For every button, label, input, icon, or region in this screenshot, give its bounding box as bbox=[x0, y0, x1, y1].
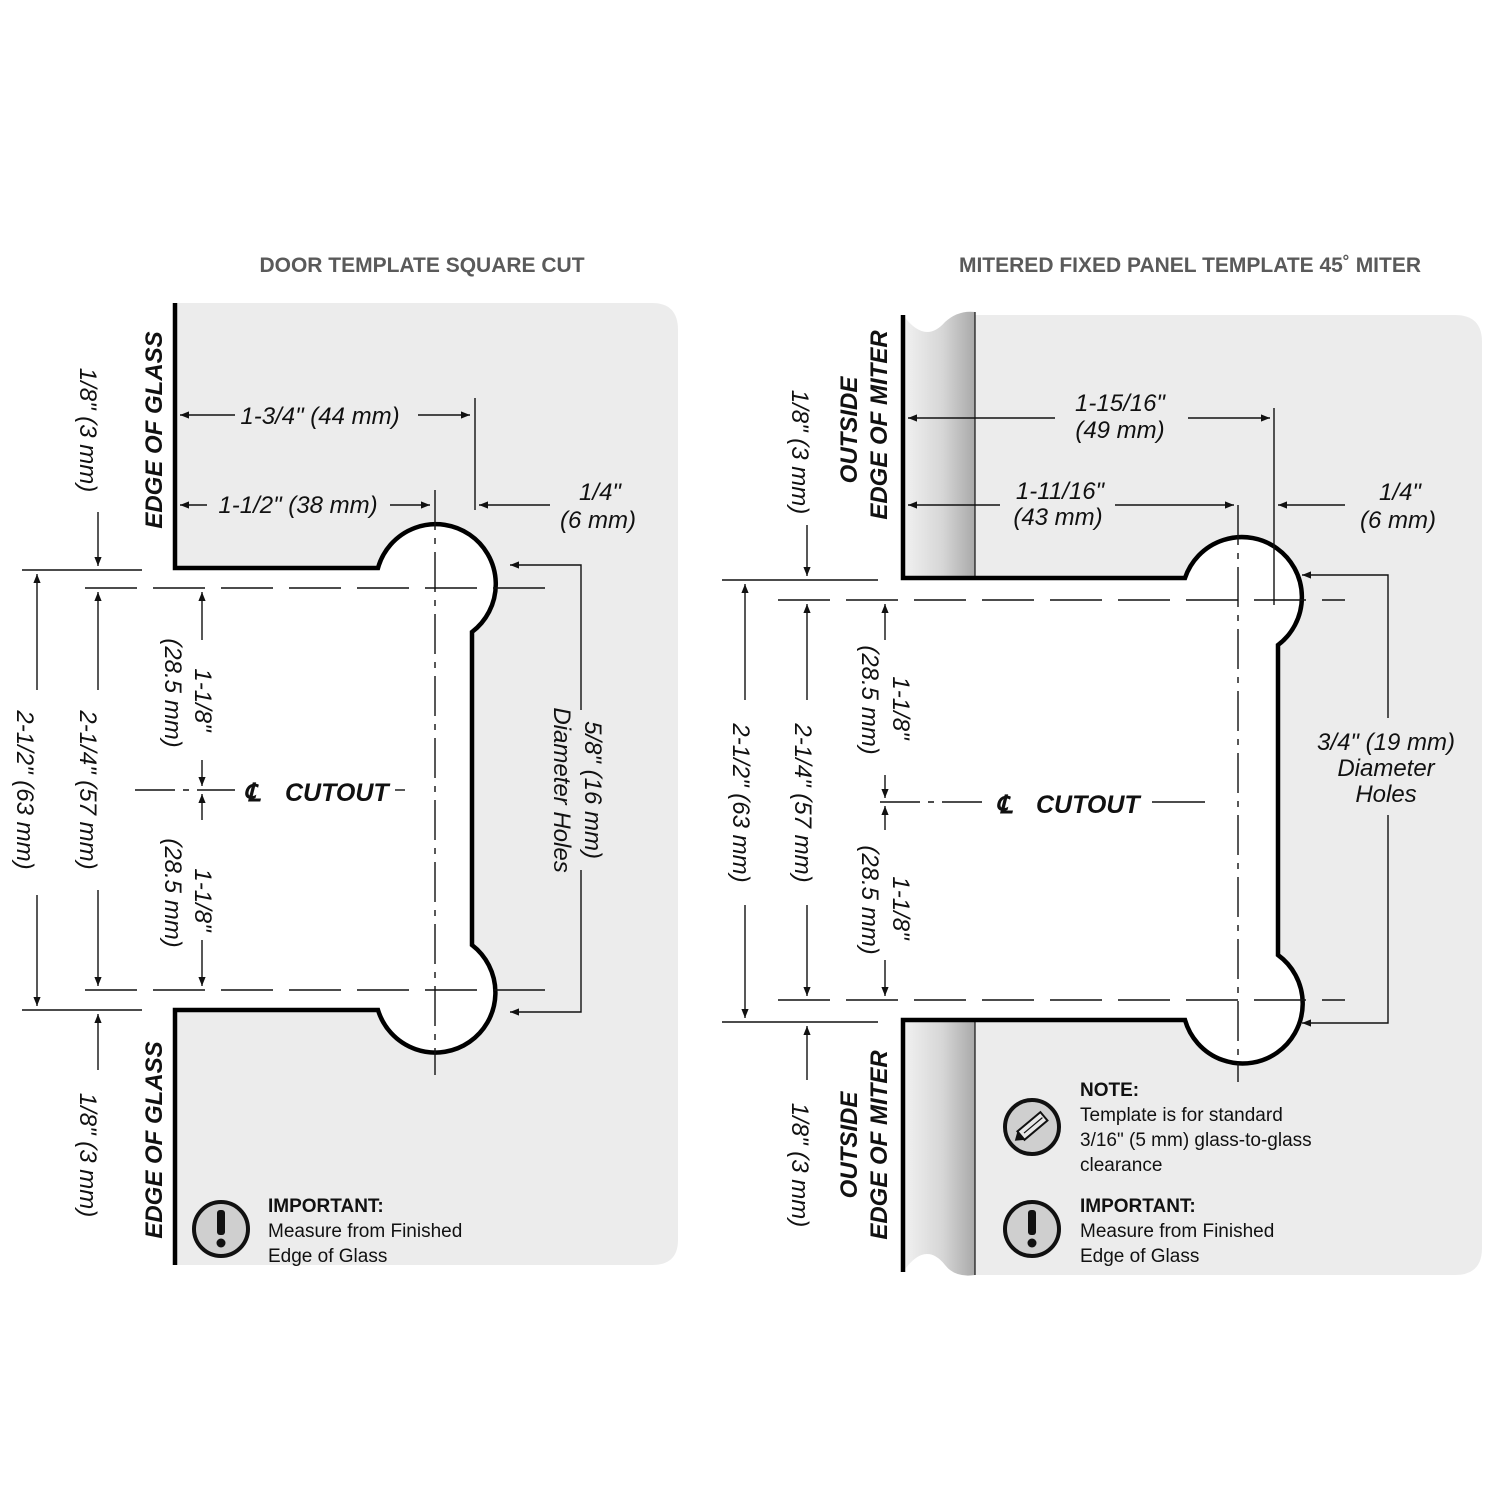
note-line-1: Template is for standard bbox=[1080, 1105, 1283, 1126]
hole-label-1: Diameter bbox=[1337, 755, 1435, 782]
hole-size: 3/4" (19 mm) bbox=[1317, 729, 1455, 756]
mitered-cutout bbox=[903, 537, 1303, 1064]
important-line-1: Measure from Finished bbox=[1080, 1221, 1274, 1242]
dim-1-1-2: 1-1/2" (38 mm) bbox=[218, 492, 377, 519]
important-icon bbox=[192, 1200, 250, 1258]
edge-of-miter-label-top-1: OUTSIDE bbox=[836, 376, 863, 484]
dim-1-15-16-in: 1-15/16" bbox=[1075, 390, 1166, 417]
dim-half-bottom-mm: (28.5 mm) bbox=[856, 845, 883, 954]
dim-1-4-mm: (6 mm) bbox=[1360, 507, 1436, 534]
dim-1-3-4: 1-3/4" (44 mm) bbox=[240, 403, 399, 430]
dim-half-bottom-mm: (28.5 mm) bbox=[159, 838, 186, 947]
glass-edge-top bbox=[903, 311, 975, 578]
dim-bottom-gap: 1/8" (3 mm) bbox=[786, 1103, 813, 1228]
glass-edge-bottom bbox=[903, 1020, 975, 1276]
important-line-2: Edge of Glass bbox=[1080, 1246, 1199, 1267]
dim-half-top-in: 1-1/8" bbox=[887, 676, 914, 741]
dim-1-4-in: 1/4" bbox=[1379, 479, 1422, 506]
dim-1-15-16-mm: (49 mm) bbox=[1075, 417, 1164, 444]
edge-of-glass-label-bottom: EDGE OF GLASS bbox=[141, 1041, 168, 1238]
mitered-cutout-outline bbox=[900, 315, 1305, 1272]
note-line-3: clearance bbox=[1080, 1155, 1162, 1176]
edge-of-glass-label-top: EDGE OF GLASS bbox=[141, 331, 168, 528]
dim-top-gap: 1/8" (3 mm) bbox=[786, 390, 813, 515]
dim-total: 2-1/2" (63 mm) bbox=[11, 709, 38, 869]
dim-total: 2-1/2" (63 mm) bbox=[727, 722, 754, 882]
centerline-symbol: ℄ bbox=[996, 791, 1014, 819]
edge-of-miter-label-bottom-2: EDGE OF MITER bbox=[866, 1050, 893, 1240]
hole-size: 5/8" (16 mm) bbox=[579, 721, 606, 859]
dim-half-bottom-in: 1-1/8" bbox=[189, 868, 216, 933]
dim-hole-spacing: 2-1/4" (57 mm) bbox=[74, 709, 101, 869]
centerline-symbol: ℄ bbox=[244, 779, 262, 807]
dim-bottom-gap: 1/8" (3 mm) bbox=[74, 1093, 101, 1218]
pencil-icon bbox=[1003, 1098, 1061, 1156]
hole-label: Diameter Holes bbox=[548, 707, 575, 872]
dim-1-4-in: 1/4" bbox=[579, 479, 622, 506]
dim-hole-spacing: 2-1/4" (57 mm) bbox=[789, 722, 816, 882]
dim-half-top-in: 1-1/8" bbox=[189, 668, 216, 733]
dim-1-4-mm: (6 mm) bbox=[560, 507, 636, 534]
important-line-1: Measure from Finished bbox=[268, 1221, 462, 1242]
door-cutout-outline bbox=[172, 303, 499, 1265]
door-template-title: DOOR TEMPLATE SQUARE CUT bbox=[259, 254, 584, 277]
cutout-label: CUTOUT bbox=[285, 779, 391, 807]
dim-1-11-16-mm: (43 mm) bbox=[1013, 504, 1102, 531]
dim-half-bottom-in: 1-1/8" bbox=[887, 876, 914, 941]
door-cutout bbox=[175, 524, 496, 1053]
dim-half-top-mm: (28.5 mm) bbox=[159, 638, 186, 747]
dim-half-top-mm: (28.5 mm) bbox=[856, 645, 883, 754]
mitered-template: MITERED FIXED PANEL TEMPLATE 45˚ MITER O… bbox=[722, 254, 1482, 1276]
important-title: IMPORTANT: bbox=[1080, 1196, 1196, 1217]
edge-of-miter-label-bottom-1: OUTSIDE bbox=[836, 1091, 863, 1199]
important-line-2: Edge of Glass bbox=[268, 1246, 387, 1267]
door-template: DOOR TEMPLATE SQUARE CUT EDGE OF GLASS E… bbox=[11, 254, 678, 1267]
edge-of-miter-label-top-2: EDGE OF MITER bbox=[866, 330, 893, 520]
dim-1-11-16-in: 1-11/16" bbox=[1016, 478, 1106, 505]
note-line-2: 3/16" (5 mm) glass-to-glass bbox=[1080, 1130, 1312, 1151]
important-title: IMPORTANT: bbox=[268, 1196, 384, 1217]
mitered-template-title: MITERED FIXED PANEL TEMPLATE 45˚ MITER bbox=[959, 254, 1421, 277]
note-title: NOTE: bbox=[1080, 1080, 1139, 1101]
cutout-label: CUTOUT bbox=[1036, 791, 1142, 819]
dim-top-gap: 1/8" (3 mm) bbox=[74, 368, 101, 493]
important-icon bbox=[1003, 1200, 1061, 1258]
hole-label-2: Holes bbox=[1355, 781, 1416, 808]
